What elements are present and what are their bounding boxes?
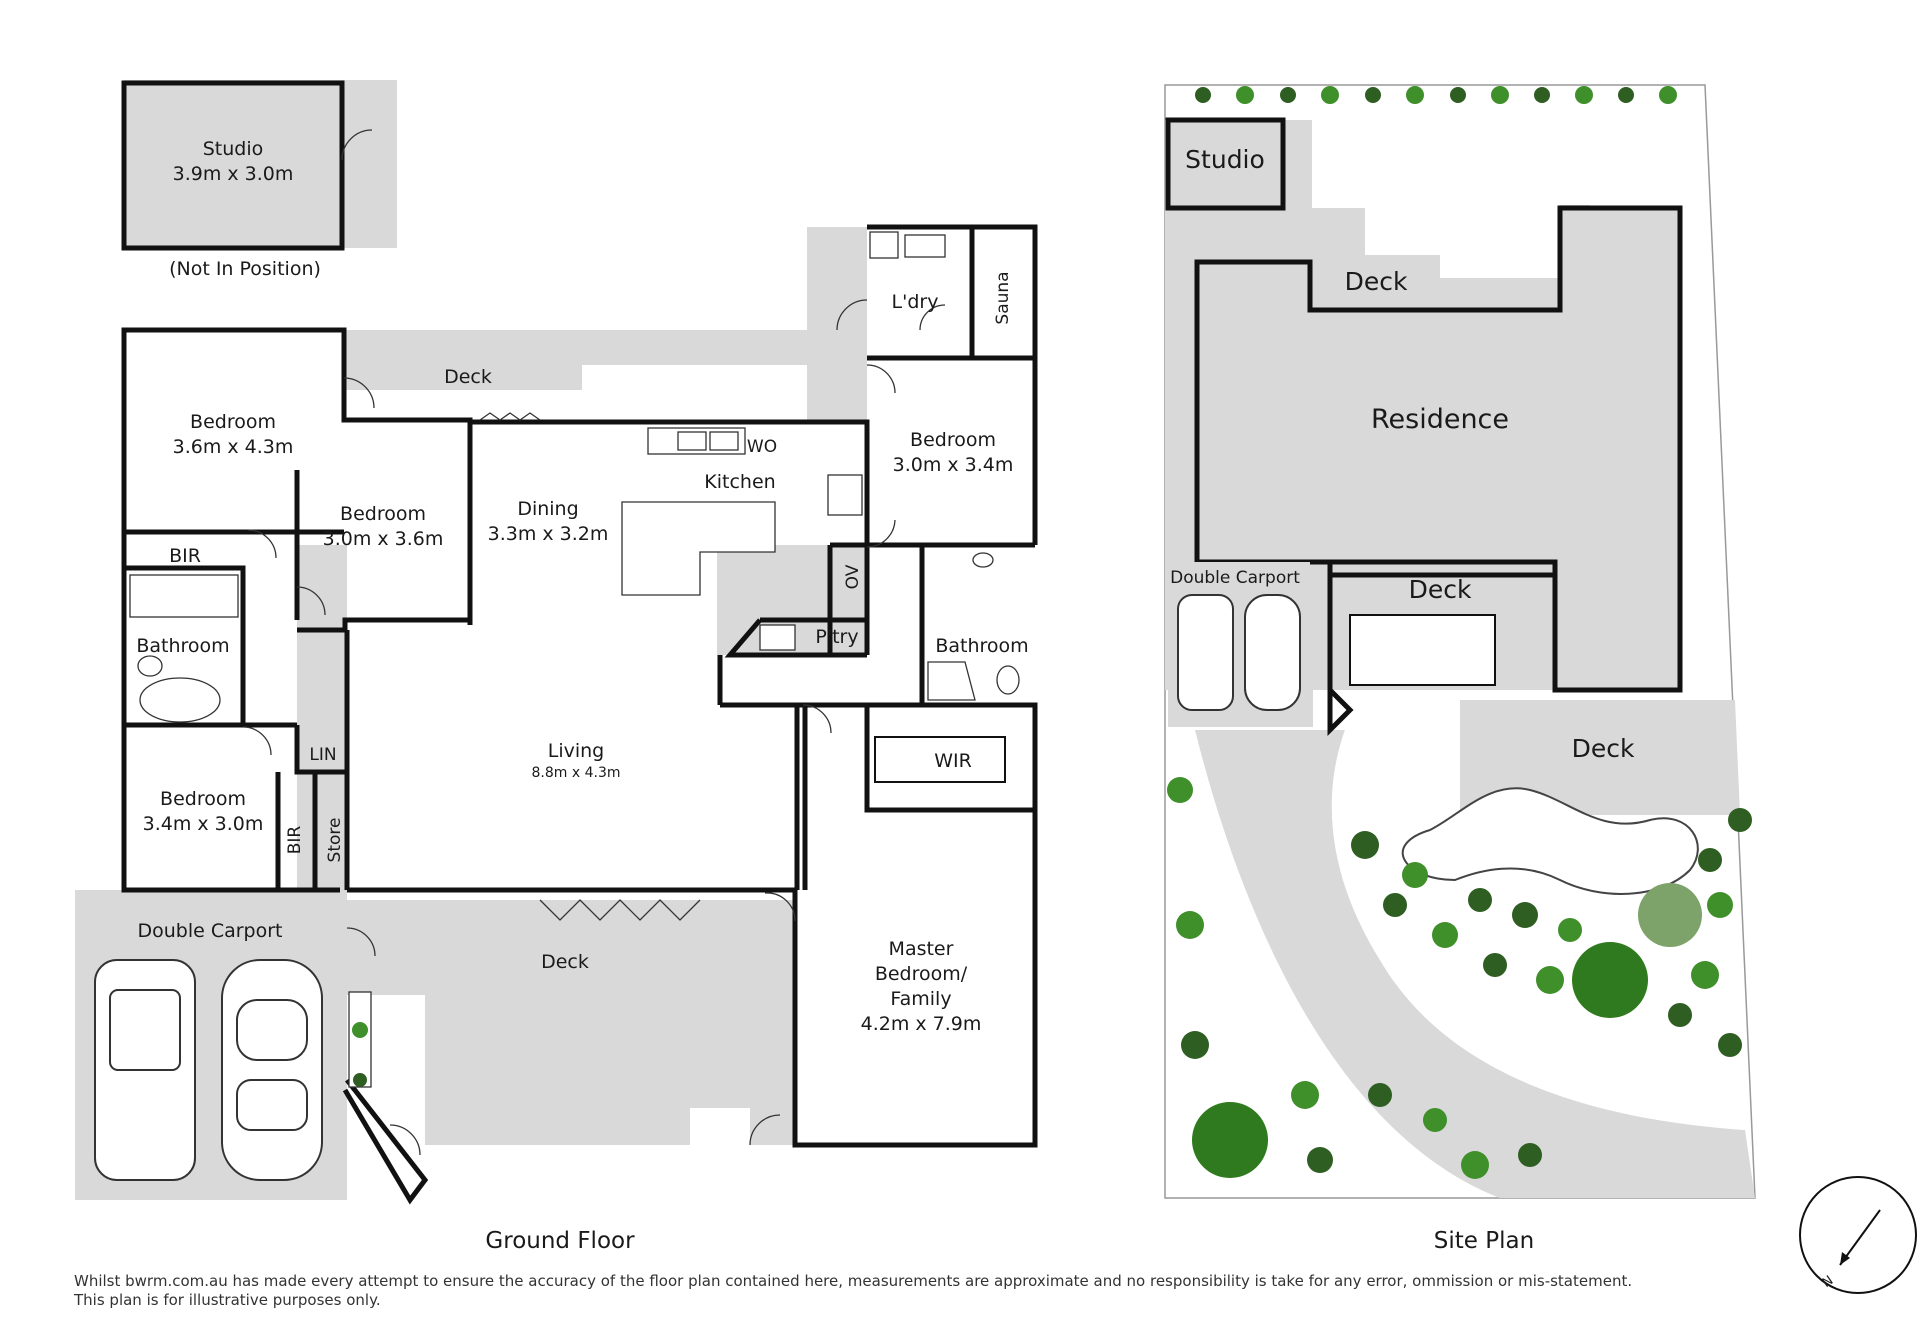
kitchen-label: Kitchen [704, 471, 775, 493]
carport-label: Double Carport [137, 920, 282, 942]
sauna-label: Sauna [993, 271, 1013, 324]
deck-top-area [344, 330, 582, 390]
master-size: 4.2m x 7.9m [861, 1013, 982, 1035]
bir-side-label: BIR [285, 826, 305, 855]
disclaimer-line-1: Whilst bwrm.com.au has made every attemp… [74, 1272, 1633, 1290]
site-carport-label: Double Carport [1170, 568, 1300, 588]
bedroom-nw-name: Bedroom [190, 411, 276, 433]
pantry-label: P'try [815, 626, 858, 648]
bir-top-label: BIR [169, 545, 201, 567]
bedroom-ne-name: Bedroom [910, 429, 996, 451]
site-plan-title: Site Plan [1434, 1228, 1534, 1254]
site-plan [1164, 84, 1756, 1199]
deck-top-label: Deck [444, 366, 492, 388]
wo-label: WO [747, 437, 777, 457]
bedroom-2-name: Bedroom [340, 503, 426, 525]
bedroom-ne-size: 3.0m x 3.4m [893, 454, 1014, 476]
studio-name: Studio [203, 138, 264, 160]
bath-vanity-w [129, 574, 239, 618]
lin-label: LIN [309, 745, 336, 765]
bedroom-sw-name: Bedroom [160, 788, 246, 810]
hedge-plants [1195, 86, 1677, 104]
ov-label: OV [843, 564, 863, 589]
bedroom-sw-size: 3.4m x 3.0m [143, 813, 264, 835]
dining-name: Dining [517, 498, 578, 520]
compass: N [1799, 1176, 1917, 1294]
site-plan-labels: Studio Deck Residence Double Carport Dec… [1170, 145, 1635, 1254]
ground-floor-labels: Studio 3.9m x 3.0m (Not In Position) Bed… [136, 138, 1028, 1254]
studio [121, 80, 373, 251]
cars-ground [94, 959, 323, 1181]
fixtures [129, 231, 1020, 1156]
compass-circle [1799, 1176, 1917, 1294]
site-deck-right [1460, 700, 1740, 815]
studio-size: 3.9m x 3.0m [173, 163, 294, 185]
living-size: 8.8m x 4.3m [532, 765, 621, 781]
laundry-label: L'dry [892, 291, 939, 313]
store-label: Store [325, 818, 345, 863]
site-residence-label: Residence [1371, 404, 1509, 435]
residence [1194, 205, 1683, 693]
disclaimer: Whilst bwrm.com.au has made every attemp… [74, 1272, 1674, 1310]
garden-plants [1167, 777, 1752, 1179]
bedroom-nw-size: 3.6m x 4.3m [173, 436, 294, 458]
bedroom-2-size: 3.0m x 3.6m [323, 528, 444, 550]
site-studio [1165, 117, 1286, 211]
ground-floor-title: Ground Floor [485, 1228, 635, 1254]
master-line2: Bedroom/ [875, 963, 968, 985]
car-2 [221, 959, 323, 1181]
driveway [1195, 730, 1755, 1198]
master-line1: Master [889, 938, 954, 960]
bathroom-w-label: Bathroom [136, 635, 229, 657]
master-line3: Family [890, 988, 951, 1010]
site-deck-top-label: Deck [1345, 267, 1408, 296]
kitchen-island [621, 501, 776, 596]
disclaimer-line-2: This plan is for illustrative purposes o… [74, 1291, 381, 1309]
studio-note: (Not In Position) [169, 258, 321, 280]
living-name: Living [548, 740, 605, 762]
wir-label: WIR [934, 750, 972, 772]
ground-floor-walls [121, 224, 1038, 1205]
bathtub [139, 677, 221, 723]
cooktop [827, 474, 863, 516]
dining-size: 3.3m x 3.2m [488, 523, 609, 545]
bathroom-e-label: Bathroom [935, 635, 1028, 657]
deck-bottom-area [347, 900, 795, 1145]
studio-porch [342, 80, 397, 248]
pool [1401, 787, 1699, 895]
site-deck-mid-label: Deck [1409, 575, 1472, 604]
deck-bottom-label: Deck [541, 951, 589, 973]
site-deck-right-label: Deck [1572, 734, 1635, 763]
site-studio-label: Studio [1185, 145, 1265, 174]
